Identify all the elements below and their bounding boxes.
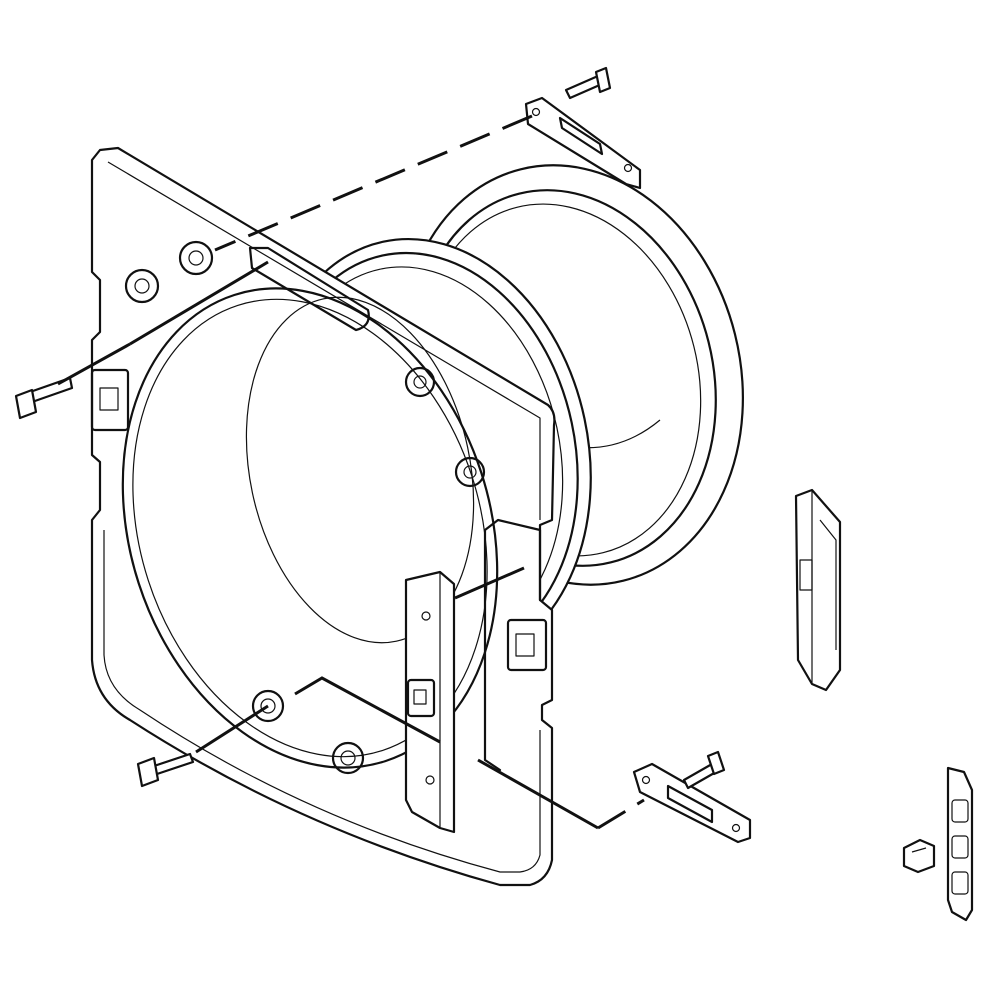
screw-icon <box>564 66 612 100</box>
screw-icon <box>682 750 726 790</box>
mounting-boss <box>331 741 365 775</box>
lower-hinge-bracket <box>632 762 752 844</box>
latch-plate <box>404 570 456 834</box>
strike-clip <box>902 838 936 874</box>
upper-hinge-bracket <box>524 96 642 190</box>
mounting-boss <box>178 240 214 276</box>
assembly-leader-lines <box>57 114 645 830</box>
mounting-boss <box>124 268 160 304</box>
latch-assembly <box>794 488 842 692</box>
screw-icon <box>14 376 74 420</box>
mounting-boss <box>454 456 486 488</box>
strike-assembly <box>946 766 974 922</box>
mounting-boss <box>251 689 285 723</box>
mounting-boss <box>404 366 436 398</box>
screw-icon <box>136 752 195 788</box>
